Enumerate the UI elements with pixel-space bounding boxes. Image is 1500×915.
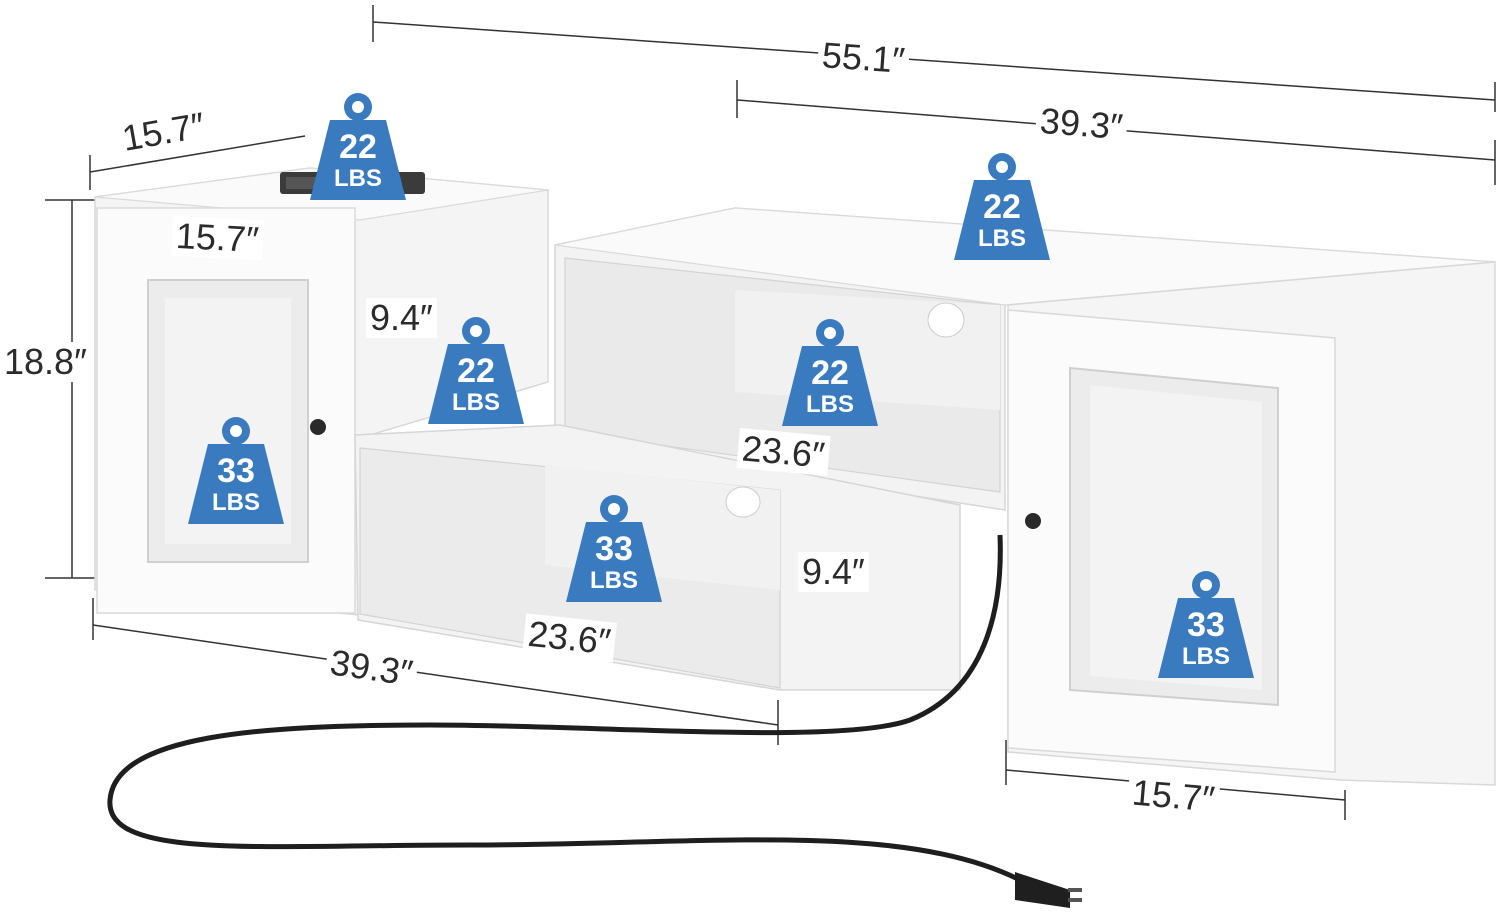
weight-unit: LBS bbox=[1182, 643, 1230, 670]
weight-badge-upper-shelf: 22 LBS bbox=[780, 318, 880, 428]
right-cabinet bbox=[1007, 261, 1496, 786]
weight-icon bbox=[188, 417, 284, 524]
weight-unit: LBS bbox=[978, 225, 1026, 252]
weight-badge-lower-shelf: 33 LBS bbox=[564, 494, 664, 604]
weight-badge-right-top: 22 LBS bbox=[952, 152, 1052, 262]
weight-icon bbox=[1158, 571, 1254, 678]
weight-icon bbox=[954, 153, 1050, 260]
weight-badge-left-top: 22 LBS bbox=[308, 92, 408, 202]
weight-unit: LBS bbox=[212, 489, 260, 516]
weight-icon bbox=[782, 319, 878, 426]
weight-unit: LBS bbox=[452, 389, 500, 416]
left-cabinet-width-label: 15.7″ bbox=[171, 215, 264, 261]
weight-icon bbox=[566, 495, 662, 602]
weight-icon bbox=[428, 317, 524, 424]
upper-shelf-width-label: 23.6″ bbox=[736, 427, 831, 476]
weight-value: 33 bbox=[217, 452, 255, 490]
right-cabinet-knob-icon bbox=[1025, 513, 1041, 529]
weight-badge-left-cabinet: 33 LBS bbox=[186, 416, 286, 526]
weight-unit: LBS bbox=[590, 567, 638, 594]
weight-value: 22 bbox=[983, 188, 1021, 226]
weight-value: 33 bbox=[1187, 606, 1225, 644]
weight-value: 22 bbox=[457, 352, 495, 390]
power-cord-icon bbox=[107, 534, 1082, 908]
weight-icon bbox=[310, 93, 406, 200]
weight-unit: LBS bbox=[334, 165, 382, 192]
left-cabinet-knob-icon bbox=[310, 419, 326, 435]
weight-value: 22 bbox=[339, 128, 377, 166]
weight-unit: LBS bbox=[806, 391, 854, 418]
upper-open-height-label: 9.4″ bbox=[366, 298, 437, 338]
right-section-width-label: 39.3″ bbox=[1034, 100, 1129, 148]
cabinet-height-label: 18.8″ bbox=[0, 342, 91, 382]
weight-badge-right-cabinet: 33 LBS bbox=[1156, 570, 1256, 680]
weight-value: 22 bbox=[811, 354, 849, 392]
total-width-label: 55.1″ bbox=[816, 34, 911, 82]
weight-badge-mid-shelf: 22 LBS bbox=[426, 316, 526, 426]
lower-open-height-label: 9.4″ bbox=[798, 552, 869, 592]
right-cabinet-width-label: 15.7″ bbox=[1126, 771, 1221, 820]
weight-value: 33 bbox=[595, 530, 633, 568]
